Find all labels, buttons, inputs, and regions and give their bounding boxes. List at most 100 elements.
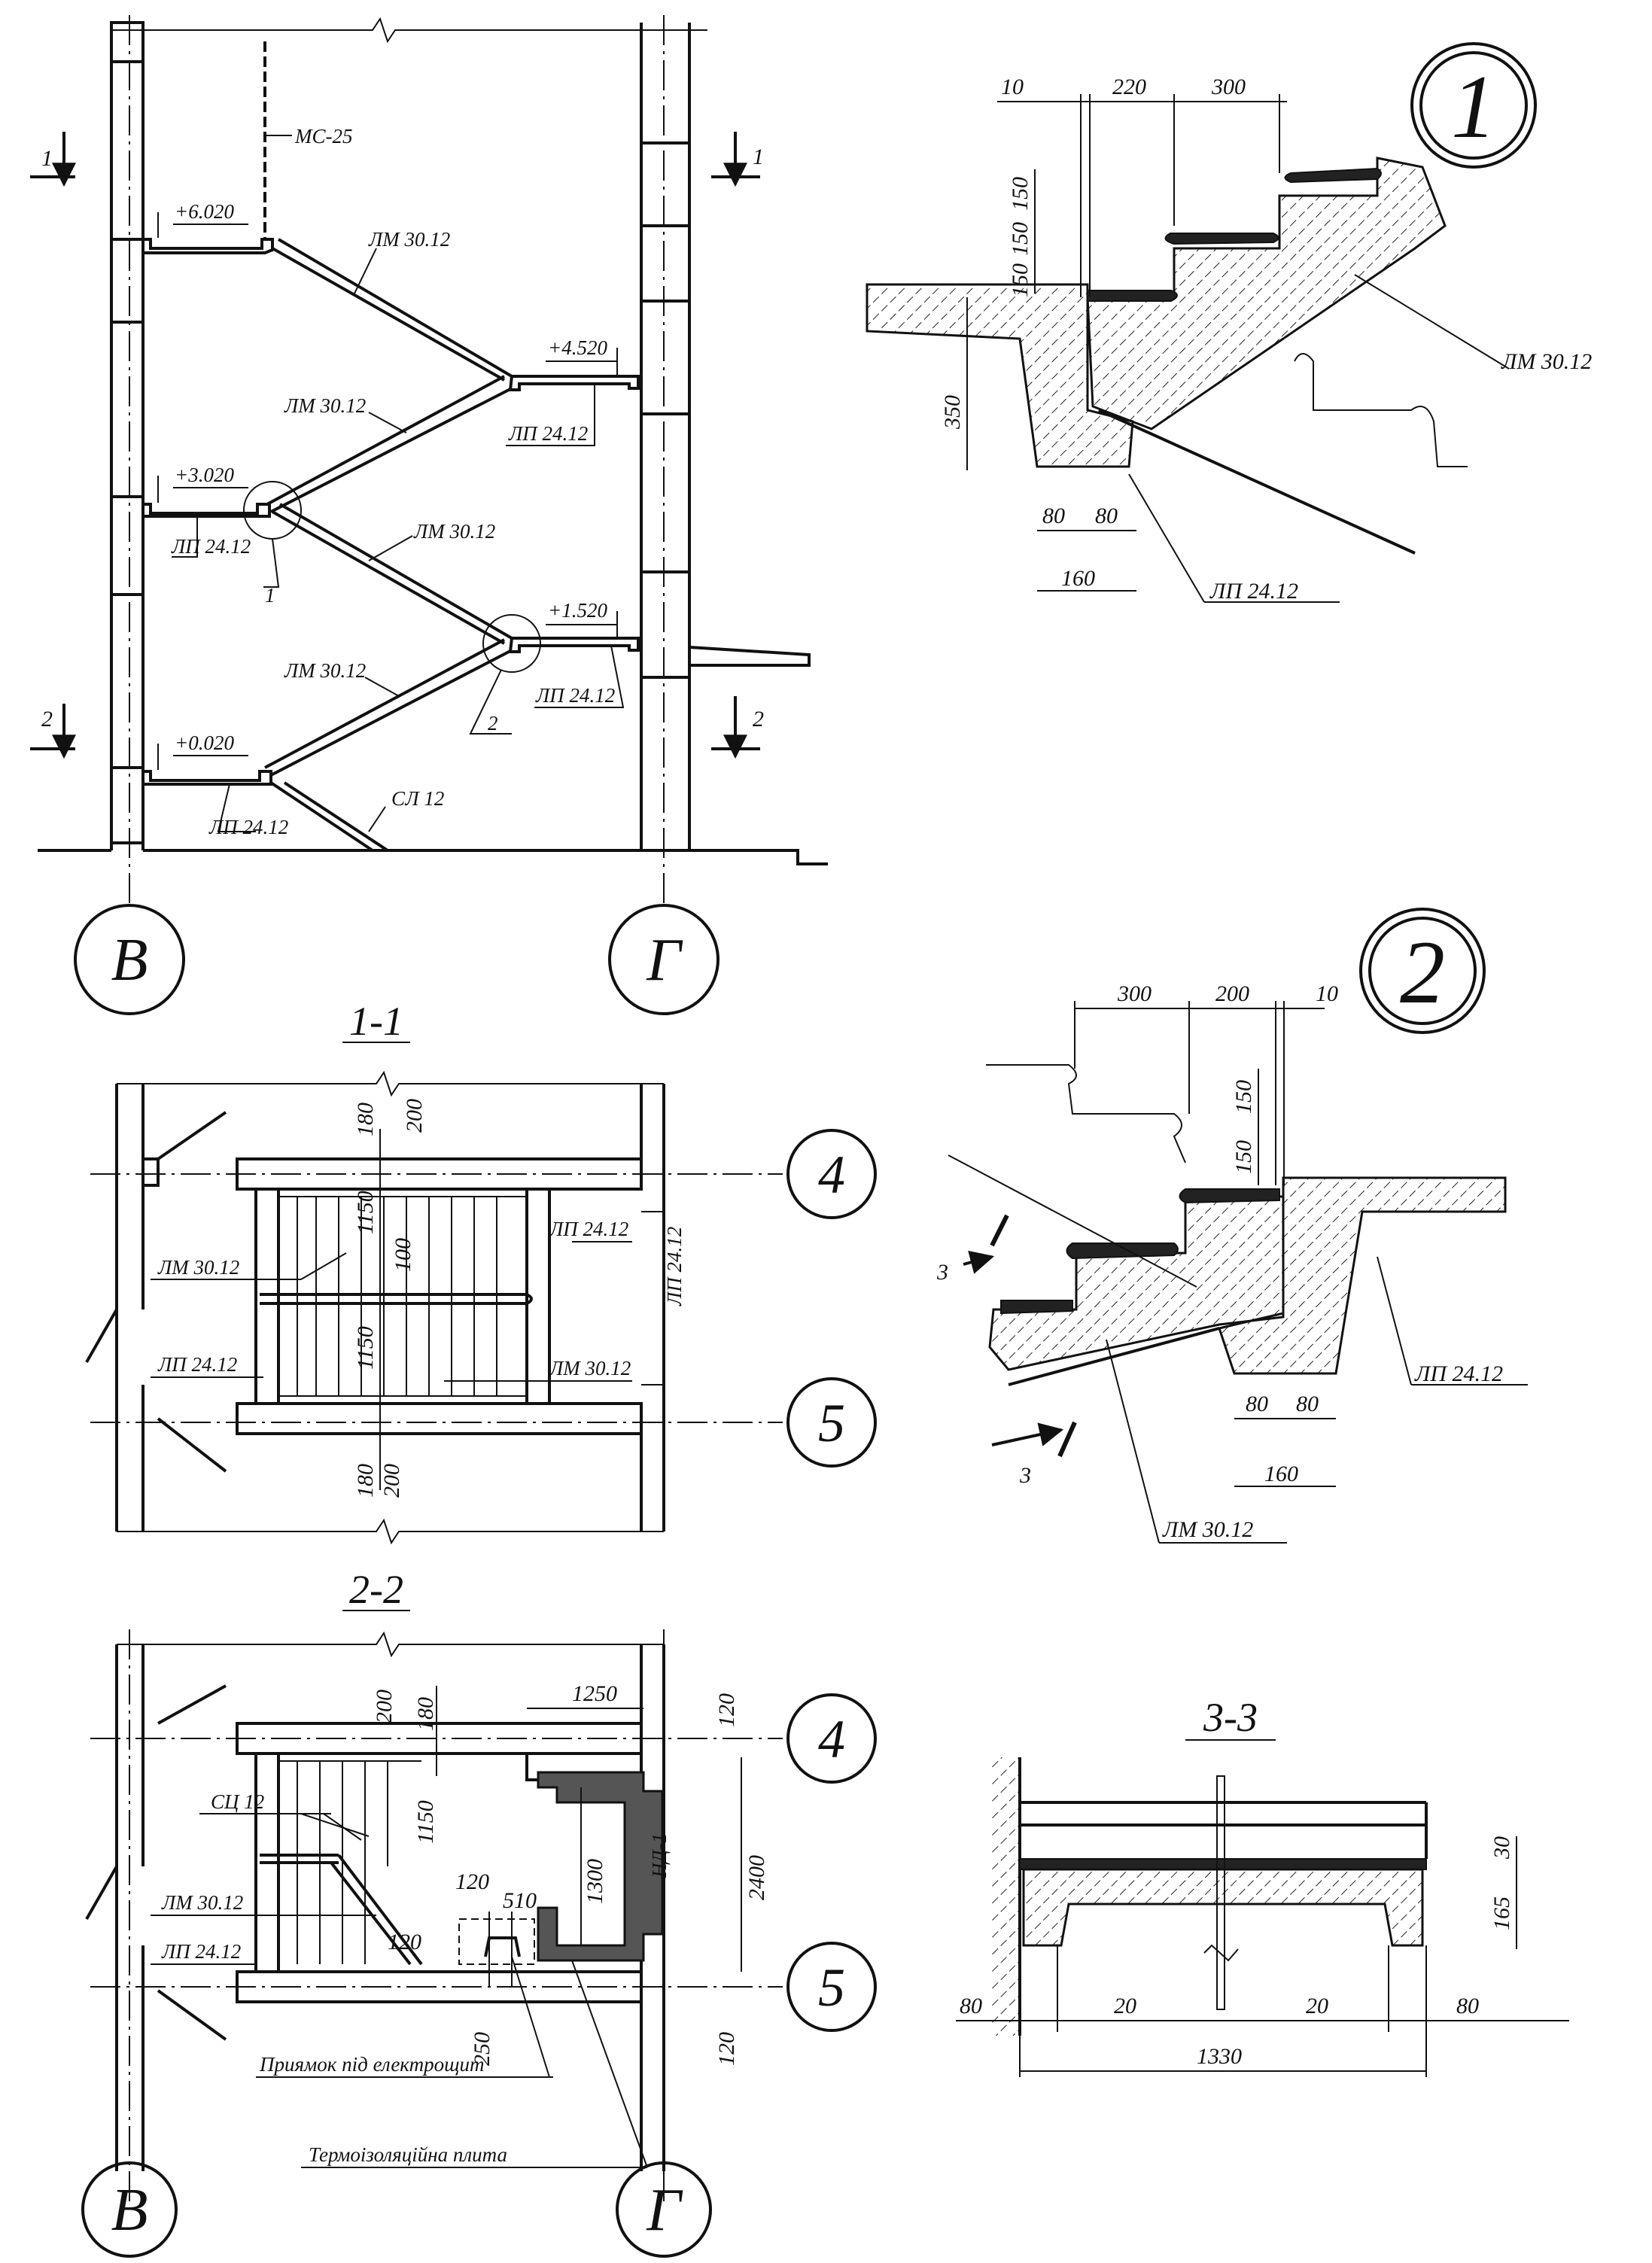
d2-dim-80a: 80 <box>1246 1392 1268 1416</box>
plan22-dim-120-bot: 120 <box>714 2032 739 2066</box>
plan22-note-pit: Приямок під електрощит <box>259 2053 484 2076</box>
plan22-axis-bubble-4 <box>786 1693 877 1784</box>
level-3020: +3.020 <box>175 464 234 486</box>
d1-dim-300: 300 <box>1211 75 1246 99</box>
detail-1-flight <box>1086 157 1447 430</box>
d1-dim-80a: 80 <box>1042 503 1065 528</box>
section-mark-2-right: 2 <box>753 707 764 732</box>
plan22-axis-bubble-g <box>616 2161 712 2258</box>
section33-dim-165: 165 <box>1489 1896 1514 1930</box>
landing-6020: +6.020 <box>143 200 274 254</box>
callout-num-1: 1 <box>265 584 275 607</box>
ms25-label: МС-25 <box>294 125 353 148</box>
level-6020: +6.020 <box>175 200 234 223</box>
plan22-dim-1250: 1250 <box>572 1681 617 1706</box>
section33-dim-20-right: 20 <box>1306 1994 1328 2018</box>
plan22-label-lm: ЛМ 30.12 <box>161 1891 243 1914</box>
d2-label-lp: ЛП 24.12 <box>1414 1361 1503 1386</box>
d1-dim-150b: 150 <box>1008 222 1033 256</box>
level-1520: +1.520 <box>548 599 607 622</box>
detail-2-number: 2 <box>1400 922 1445 1022</box>
detail-2-flight <box>988 1195 1285 1371</box>
callout-circle-2 <box>482 614 541 673</box>
d2-cut-mark-bottom: 3 <box>1019 1463 1031 1488</box>
plan11-label-lm-a: ЛМ 30.12 <box>157 1256 239 1279</box>
plan22-label-sc12: СЦ 12 <box>211 1790 264 1813</box>
plan11-dim-200-top: 200 <box>402 1099 427 1133</box>
section-mark-1-left: 1 <box>41 146 53 171</box>
plan-1-1: 1-1 <box>85 999 877 1545</box>
plan22-axis-4: 4 <box>818 1709 845 1769</box>
lp-label-4520: ЛП 24.12 <box>508 422 588 445</box>
plan22-dim-180: 180 <box>413 1697 438 1731</box>
d2-label-lm: ЛМ 30.12 <box>1162 1517 1253 1542</box>
d1-dim-150c: 150 <box>1008 263 1033 297</box>
plan11-title: 1-1 <box>349 999 403 1044</box>
plan22-note-insulation: Термоізоляційна плита <box>309 2143 507 2166</box>
plan11-axis-bubble-5 <box>786 1377 877 1468</box>
plan22-title: 2-2 <box>349 1567 403 1612</box>
section33-dim-30: 30 <box>1489 1836 1514 1860</box>
detail-1-number: 1 <box>1451 56 1496 157</box>
detail-1-label-lp: ЛП 24.12 <box>1209 579 1298 604</box>
d1-dim-80b: 80 <box>1095 503 1118 528</box>
plan11-label-lp-c: ЛП 24.12 <box>663 1227 686 1306</box>
d1-dim-220: 220 <box>1112 75 1146 99</box>
detail-1: 1 ЛМ 30.12 ЛП 24.12 10 220 300 150 150 1… <box>866 42 1592 604</box>
stair-elevation: МС-25 +6.020 +4.520 ЛП 24.12 +3.020 ЛП 2… <box>30 15 828 1015</box>
landing-3020: +3.020 ЛП 24.12 <box>143 464 271 558</box>
break-line-top <box>111 17 707 44</box>
plan11-treads <box>260 1196 533 1397</box>
d2-dim-200: 200 <box>1215 981 1249 1006</box>
d2-dim-300: 300 <box>1117 981 1152 1006</box>
thermal-insulation-plate <box>537 1771 664 1962</box>
plan11-dim-100: 100 <box>391 1238 415 1272</box>
lp-label-0020: ЛП 24.12 <box>208 816 288 838</box>
plan22-axis-v: В <box>111 2177 148 2243</box>
level-0020: +0.020 <box>175 732 234 754</box>
lm-label-d: ЛМ 30.12 <box>284 659 366 682</box>
plan22-label-lp: ЛП 24.12 <box>161 1940 241 1963</box>
plan22-dim-120-top: 120 <box>714 1693 739 1727</box>
d1-dim-150a: 150 <box>1008 177 1033 211</box>
lp-label-3020: ЛП 24.12 <box>171 535 251 558</box>
plan11-dim-200-bot: 200 <box>379 1464 404 1498</box>
plan11-axis-5: 5 <box>818 1393 845 1453</box>
section33-dim-20-left: 20 <box>1114 1994 1136 2018</box>
d1-dim-350: 350 <box>940 395 965 430</box>
section33-dim-1330: 1330 <box>1197 2044 1242 2069</box>
plan11-label-lp-b: ЛП 24.12 <box>549 1218 628 1240</box>
left-wall <box>110 21 145 850</box>
d2-dim-150a: 150 <box>1231 1080 1256 1114</box>
plan11-dim-180-top: 180 <box>353 1103 378 1136</box>
plan11-dim-1150-a: 1150 <box>353 1191 378 1234</box>
section-mark-2-left: 2 <box>41 707 53 732</box>
plan22-dim-120-b: 120 <box>388 1930 421 1954</box>
section33-dim-80-right: 80 <box>1456 1994 1479 2018</box>
section-3-3: 3-3 30 165 80 20 20 80 1330 <box>956 1695 1569 2077</box>
plan22-axis-g: Г <box>646 2177 683 2243</box>
plan22-dim-1300: 1300 <box>583 1859 607 1904</box>
plan22-axis-bubble-5 <box>786 1942 877 2032</box>
plan-2-2: 2-2 <box>81 1567 877 2258</box>
d2-cut-mark-top: 3 <box>936 1260 948 1285</box>
lm-label-c: ЛМ 30.12 <box>413 520 495 543</box>
plan11-axis-4: 4 <box>818 1145 845 1205</box>
d2-dim-150b: 150 <box>1231 1140 1256 1174</box>
detail-1-landing <box>866 283 1134 468</box>
d1-dim-10: 10 <box>1001 75 1024 99</box>
axis-v-top: В <box>111 927 148 993</box>
level-4520: +4.520 <box>548 336 607 359</box>
lm-label-a: ЛМ 30.12 <box>368 228 450 251</box>
plan22-dim-510: 510 <box>503 1888 537 1913</box>
plan11-axis-bubble-4 <box>786 1129 877 1219</box>
axis-bubble-g-top <box>608 904 720 1015</box>
plan11-dim-180-bot: 180 <box>353 1464 378 1498</box>
stair-flights <box>264 238 513 852</box>
plan22-dim-250: 250 <box>470 2032 494 2066</box>
landing-4520: +4.520 ЛП 24.12 <box>506 336 640 446</box>
d2-dim-160: 160 <box>1264 1462 1298 1486</box>
landing-0020: +0.020 ЛП 24.12 <box>143 732 288 838</box>
lm-label-b: ЛМ 30.12 <box>284 394 366 417</box>
